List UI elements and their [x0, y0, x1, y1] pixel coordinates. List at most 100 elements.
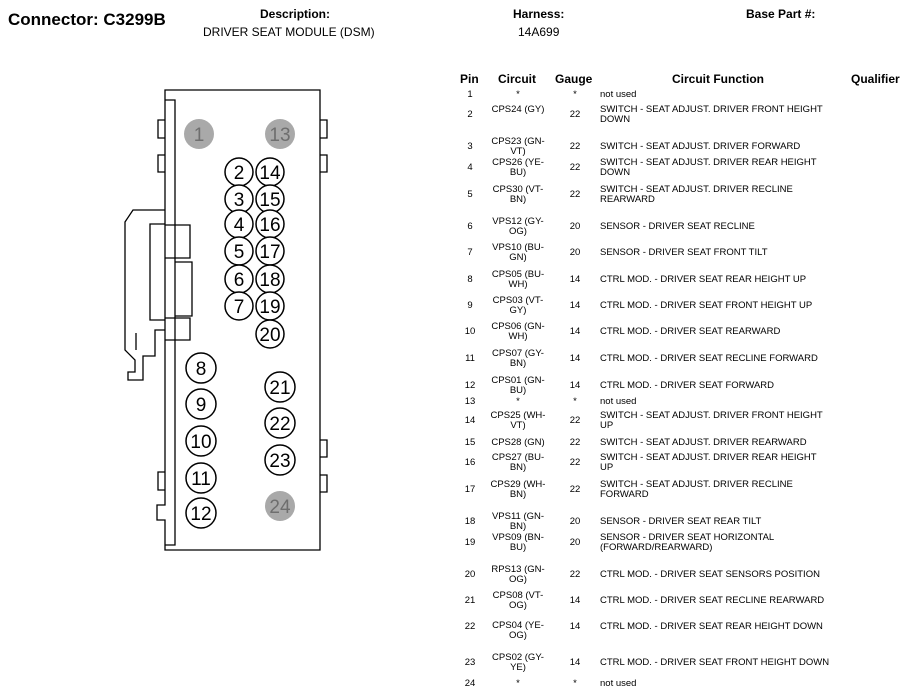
- pin-label: 22: [269, 414, 290, 435]
- circuit-function-cell-line: SWITCH - SEAT ADJUST. DRIVER REAR HEIGHT: [600, 157, 817, 168]
- circuit-function-cell-line: SENSOR - DRIVER SEAT FRONT TILT: [600, 247, 768, 258]
- circuit-cell-line: OG): [509, 630, 527, 641]
- circuit-cell-line: VPS11 (GN-: [491, 511, 545, 522]
- circuit-function-cell-line: SWITCH - SEAT ADJUST. DRIVER REAR HEIGHT: [600, 452, 817, 463]
- circuit-cell: *: [487, 90, 549, 100]
- circuit-function-cell-line: not used: [600, 396, 637, 407]
- circuit-function-cell-line: SWITCH - SEAT ADJUST. DRIVER RECLINE: [600, 184, 793, 195]
- header-circuit: Circuit: [498, 72, 537, 86]
- circuit-function-cell-line: CTRL MOD. - DRIVER SEAT REAR HEIGHT UP: [600, 274, 807, 285]
- pin-cell: 5: [467, 189, 473, 200]
- pin-label: 1: [194, 125, 205, 146]
- circuit-function-cell: SWITCH - SEAT ADJUST. DRIVER FRONT HEIGH…: [600, 411, 850, 431]
- circuit-cell-line: CPS27 (BU-: [491, 452, 545, 463]
- circuit-cell-line: CPS08 (VT-: [492, 590, 544, 601]
- connector-pin: 19: [255, 291, 285, 321]
- pin-cell: 19: [464, 537, 476, 548]
- circuit-function-cell-line: SENSOR - DRIVER SEAT RECLINE: [600, 221, 755, 232]
- circuit-cell: CPS25 (WH-VT): [487, 411, 549, 431]
- gauge-cell: 14: [569, 595, 581, 606]
- pin-cell: 12: [464, 380, 476, 391]
- circuit-cell-line: CPS25 (WH-: [490, 410, 546, 421]
- circuit-function-cell: CTRL MOD. - DRIVER SEAT RECLINE REARWARD: [600, 596, 850, 606]
- circuit-function-cell-line: SWITCH - SEAT ADJUST. DRIVER FRONT HEIGH…: [600, 104, 823, 115]
- connector-pin: 14: [255, 157, 285, 187]
- harness-value: 14A699: [518, 25, 560, 39]
- circuit-cell: *: [487, 397, 549, 407]
- circuit-cell: CPS23 (GN-VT): [487, 137, 549, 157]
- circuit-cell-line: WH): [508, 331, 528, 342]
- circuit-cell-line: CPS23 (GN-: [491, 136, 545, 147]
- circuit-cell-line: GN): [509, 252, 527, 263]
- pin-circle: [224, 291, 254, 321]
- circuit-function-cell-line: UP: [600, 420, 614, 431]
- circuit-cell-line: BU): [509, 385, 527, 396]
- circuit-cell-line: CPS01 (GN-: [491, 375, 545, 386]
- header-gauge: Gauge: [555, 72, 593, 86]
- connector-pin: 3: [224, 184, 254, 214]
- circuit-cell: VPS12 (GY-OG): [487, 217, 549, 237]
- pin-circle: [185, 425, 217, 457]
- pin-circle: [265, 491, 295, 521]
- circuit-cell-line: BN): [509, 521, 527, 532]
- circuit-function-cell: CTRL MOD. - DRIVER SEAT REAR HEIGHT DOWN: [600, 622, 850, 632]
- connector-pin: 4: [224, 209, 254, 239]
- header-pin: Pin: [460, 72, 479, 86]
- gauge-cell: 14: [569, 274, 581, 285]
- gauge-cell: 22: [569, 484, 581, 495]
- circuit-function-cell: CTRL MOD. - DRIVER SEAT REAR HEIGHT UP: [600, 275, 850, 285]
- pin-cell: 4: [467, 162, 473, 173]
- circuit-function-cell-line: CTRL MOD. - DRIVER SEAT REARWARD: [600, 326, 781, 337]
- pin-label: 7: [234, 297, 245, 318]
- gauge-cell: 20: [569, 537, 581, 548]
- pin-circle: [265, 119, 295, 149]
- circuit-cell-line: VPS10 (BU-: [492, 242, 544, 253]
- circuit-function-cell-line: SWITCH - SEAT ADJUST. DRIVER FORWARD: [600, 141, 801, 152]
- pin-label: 8: [196, 359, 207, 380]
- circuit-cell-line: CPS24 (GY): [491, 104, 545, 115]
- pin-cell: 21: [464, 595, 476, 606]
- circuit-cell-line: *: [516, 89, 520, 100]
- pin-cell: 20: [464, 569, 476, 580]
- pin-circle: [264, 444, 296, 476]
- pin-circle: [185, 388, 217, 420]
- circuit-function-cell: not used: [600, 679, 850, 689]
- circuit-function-cell: CTRL MOD. - DRIVER SEAT FRONT HEIGHT DOW…: [600, 658, 850, 668]
- circuit-function-cell: CTRL MOD. - DRIVER SEAT SENSORS POSITION: [600, 570, 850, 580]
- connector-pin: 5: [224, 236, 254, 266]
- circuit-cell-line: CPS30 (VT-: [492, 184, 544, 195]
- connector-pin: 6: [224, 264, 254, 294]
- connector-title: Connector: C3299B: [8, 10, 166, 29]
- base-part-label: Base Part #:: [746, 7, 816, 21]
- pin-cell: 8: [467, 274, 473, 285]
- pin-circle: [184, 119, 214, 149]
- pin-label: 4: [234, 215, 245, 236]
- connector-pin: 2: [224, 157, 254, 187]
- circuit-function-cell-line: CTRL MOD. - DRIVER SEAT FRONT HEIGHT UP: [600, 300, 813, 311]
- connector-pin: 10: [185, 425, 217, 457]
- pin-label: 16: [259, 215, 280, 236]
- circuit-function-cell-line: SWITCH - SEAT ADJUST. DRIVER FRONT HEIGH…: [600, 410, 823, 421]
- circuit-cell-line: CPS28 (GN): [491, 437, 545, 448]
- pin-label: 6: [234, 270, 245, 291]
- pin-cell: 23: [464, 657, 476, 668]
- pin-cell: 15: [464, 437, 476, 448]
- pin-label: 24: [269, 497, 291, 518]
- circuit-cell: CPS30 (VT-BN): [487, 185, 549, 205]
- gauge-cell: 20: [569, 516, 581, 527]
- pin-cell: 22: [464, 621, 476, 632]
- pin-label: 17: [259, 242, 280, 263]
- gauge-cell: 14: [569, 326, 581, 337]
- pin-label: 20: [259, 325, 280, 346]
- circuit-cell-line: CPS29 (WH-: [490, 479, 546, 490]
- circuit-function-cell: SENSOR - DRIVER SEAT FRONT TILT: [600, 248, 850, 258]
- pin-cell: 17: [464, 484, 476, 495]
- circuit-cell-line: BN): [509, 194, 527, 205]
- circuit-cell-line: WH): [508, 279, 528, 290]
- connector-pin: 1: [184, 119, 214, 149]
- circuit-function-cell-line: not used: [600, 678, 637, 689]
- circuit-function-cell-line: CTRL MOD. - DRIVER SEAT RECLINE REARWARD: [600, 595, 825, 606]
- pin-cell: 11: [465, 353, 475, 364]
- circuit-function-cell: not used: [600, 397, 850, 407]
